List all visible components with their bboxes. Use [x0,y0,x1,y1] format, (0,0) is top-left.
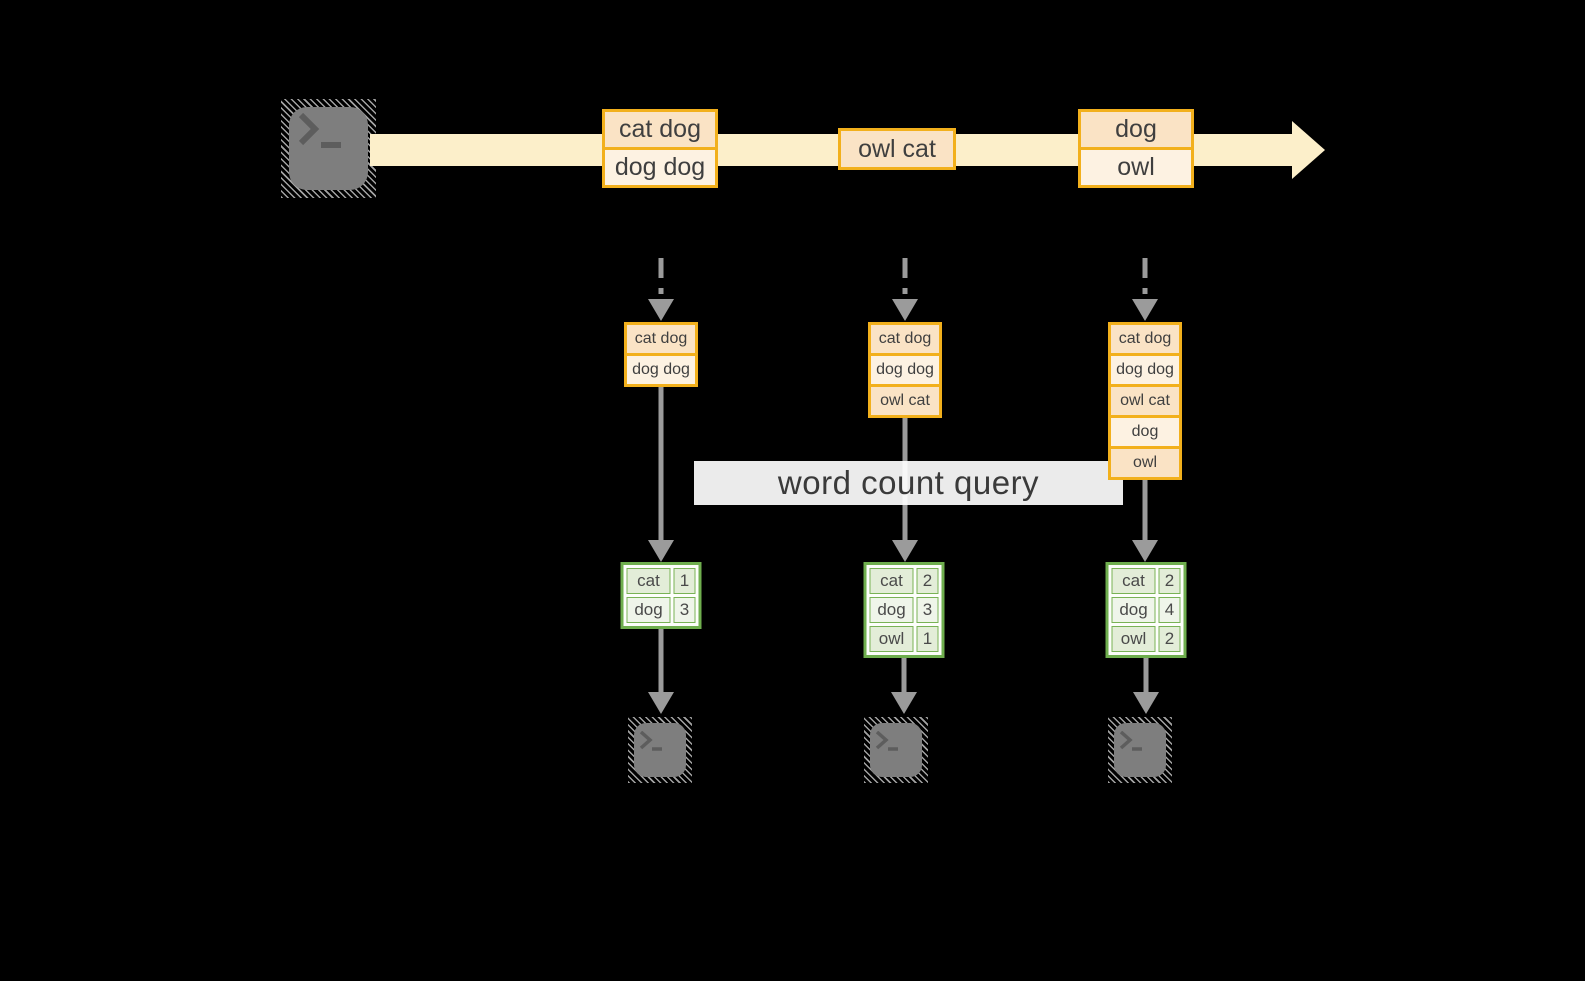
terminal-screen [289,107,368,190]
count-word-cell: dog [626,597,671,623]
buffer-row: dog dog [1111,353,1179,384]
source-terminal-icon [281,99,376,198]
input-buffer-3: cat dog dog dog owl cat dog owl [1108,322,1182,480]
count-value-cell: 2 [1158,626,1181,652]
buffer-row: owl [1111,446,1179,477]
output-arrow-line [1143,657,1149,694]
output-arrow-line [901,657,907,694]
query-arrowhead [892,540,918,562]
timeline-batch-2: owl cat [838,128,956,170]
count-value-cell: 3 [916,597,939,623]
timeline-batch-3: dog owl [1078,109,1194,188]
count-value-cell: 1 [916,626,939,652]
query-arrow-line [658,387,664,542]
table-row: owl 2 [1111,626,1181,652]
count-value-cell: 4 [1158,597,1181,623]
table-row: cat 2 [869,568,939,594]
output-arrowhead [1133,692,1159,714]
output-arrow-line [658,628,664,694]
timeline-record: dog dog [605,147,715,185]
buffer-row: dog dog [871,353,939,384]
count-word-cell: cat [869,568,914,594]
count-value-cell: 2 [916,568,939,594]
buffer-row: cat dog [871,325,939,353]
trigger-arrow-line [902,258,908,294]
count-value-cell: 3 [673,597,696,623]
timeline-record: dog [1081,112,1191,147]
prompt-icon [298,113,341,148]
query-label-band: word count query [694,461,1123,505]
count-table-2: cat 2 dog 3 owl 1 [863,562,945,658]
table-row: dog 3 [626,597,696,623]
count-value-cell: 2 [1158,568,1181,594]
trigger-arrowhead [1132,299,1158,321]
count-table-3: cat 2 dog 4 owl 2 [1105,562,1187,658]
timeline-record: owl cat [841,131,953,167]
table-row: dog 4 [1111,597,1181,623]
trigger-arrowhead [892,299,918,321]
timeline-record: cat dog [605,112,715,147]
output-arrowhead [891,692,917,714]
trigger-arrowhead [648,299,674,321]
query-label: word count query [777,464,1040,501]
count-word-cell: dog [869,597,914,623]
count-word-cell: cat [626,568,671,594]
query-arrowhead [648,540,674,562]
input-buffer-2: cat dog dog dog owl cat [868,322,942,418]
buffer-row: cat dog [1111,325,1179,353]
output-arrowhead [648,692,674,714]
buffer-row: dog [1111,415,1179,446]
count-word-cell: cat [1111,568,1156,594]
table-row: cat 2 [1111,568,1181,594]
table-row: dog 3 [869,597,939,623]
prompt-icon [875,731,898,751]
trigger-arrow-line [1142,258,1148,294]
prompt-icon [639,731,662,751]
timeline-record: owl [1081,147,1191,185]
buffer-row: cat dog [627,325,695,353]
input-buffer-1: cat dog dog dog [624,322,698,387]
count-word-cell: owl [1111,626,1156,652]
prompt-icon [1119,731,1142,751]
count-word-cell: owl [869,626,914,652]
count-table-1: cat 1 dog 3 [620,562,702,629]
table-row: cat 1 [626,568,696,594]
count-word-cell: dog [1111,597,1156,623]
trigger-arrow-line [658,258,664,294]
table-row: owl 1 [869,626,939,652]
stream-timeline-arrowhead [1292,121,1325,179]
buffer-row: owl cat [871,384,939,415]
query-arrowhead [1132,540,1158,562]
sink-terminal-icon [864,717,928,783]
sink-terminal-icon [628,717,692,783]
buffer-row: dog dog [627,353,695,384]
query-arrow-line [1142,480,1148,542]
timeline-batch-1: cat dog dog dog [602,109,718,188]
buffer-row: owl cat [1111,384,1179,415]
sink-terminal-icon [1108,717,1172,783]
count-value-cell: 1 [673,568,696,594]
